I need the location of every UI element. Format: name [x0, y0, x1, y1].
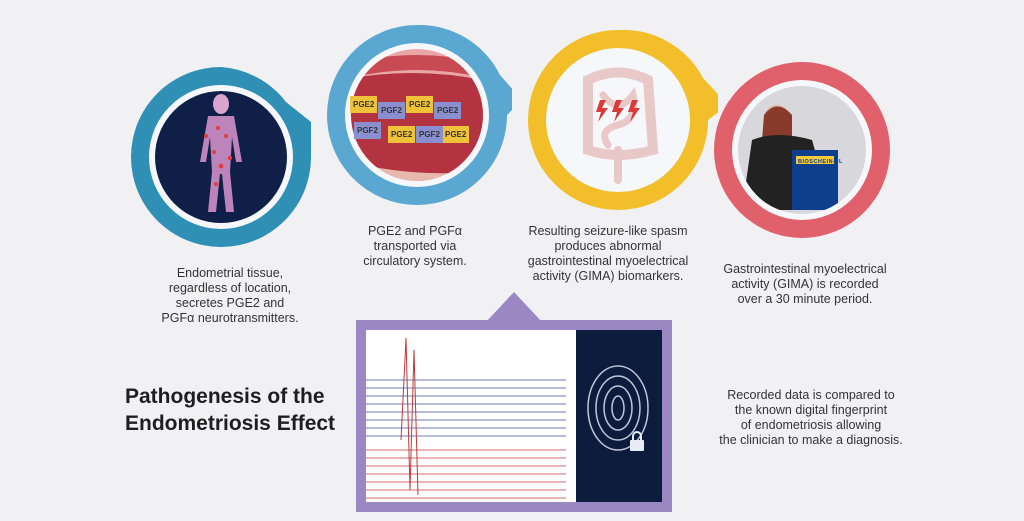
caption-line: Endometrial tissue,	[176, 266, 284, 280]
device-label: BIOSCHEIN-3L	[798, 159, 843, 165]
step-1-body-circle	[126, 62, 316, 252]
body-figure-icon	[200, 94, 242, 212]
caption-line: PGE2 and PGFα	[367, 224, 463, 238]
hex-label: PGF2	[354, 122, 381, 139]
fingerprint-icon	[587, 365, 649, 451]
waveform-chart	[366, 337, 566, 499]
hex-label: PGE2	[406, 96, 434, 113]
diagnosis-frame	[356, 290, 672, 512]
caption-line: the clinician to make a diagnosis.	[719, 433, 903, 447]
caption-line: PGFα neurotransmitters.	[161, 311, 299, 325]
caption-line: Gastrointestinal myoelectrical	[723, 262, 887, 276]
title-line: Pathogenesis of the	[125, 385, 325, 408]
hex-label: PGF2	[378, 102, 405, 119]
step-1-caption: Endometrial tissue, regardless of locati…	[150, 266, 310, 326]
step-4-caption: Gastrointestinal myoelectrical activity …	[710, 262, 900, 307]
caption-line: Recorded data is compared to	[727, 388, 895, 402]
step-2-vessel-circle	[322, 20, 512, 210]
step-3-intestine-circle	[518, 20, 718, 220]
caption-line: regardless of location,	[168, 281, 292, 295]
step-3-caption: Resulting seizure-like spasm produces ab…	[508, 224, 708, 284]
caption-line: transported via	[373, 239, 457, 253]
hex-label: PGE2	[388, 126, 416, 143]
title-line: Endometriosis Effect	[125, 412, 336, 435]
hex-label: PGE2	[350, 96, 378, 113]
caption-line: gastrointestinal myoelectrical	[527, 254, 689, 268]
hex-label: PGE2	[442, 126, 470, 143]
step-4-patient-circle: BIOSCHEIN-3L	[712, 60, 892, 240]
hex-label: PGE2	[434, 102, 462, 119]
caption-line: over a 30 minute period.	[737, 292, 873, 306]
caption-line: activity (GIMA) is recorded	[731, 277, 879, 291]
caption-line: of endometriosis allowing	[740, 418, 882, 432]
hex-labels: PGE2 PGF2 PGE2 PGE2 PGF2 PGE2 PGF2 PGE2	[350, 92, 480, 162]
caption-line: the known digital fingerprint	[734, 403, 888, 417]
caption-line: activity (GIMA) biomarkers.	[532, 269, 684, 283]
caption-line: secretes PGE2 and	[175, 296, 285, 310]
diagnosis-caption: Recorded data is compared to the known d…	[696, 388, 926, 448]
hex-label: PGF2	[416, 126, 443, 143]
patient-device-icon	[738, 86, 866, 214]
page-title: Pathogenesis of the Endometriosis Effect	[125, 383, 335, 437]
caption-line: circulatory system.	[363, 254, 467, 268]
caption-line: Resulting seizure-like spasm	[528, 224, 688, 238]
step-2-caption: PGE2 and PGFα transported via circulator…	[340, 224, 490, 269]
caption-line: produces abnormal	[554, 239, 662, 253]
lock-icon	[630, 431, 644, 451]
